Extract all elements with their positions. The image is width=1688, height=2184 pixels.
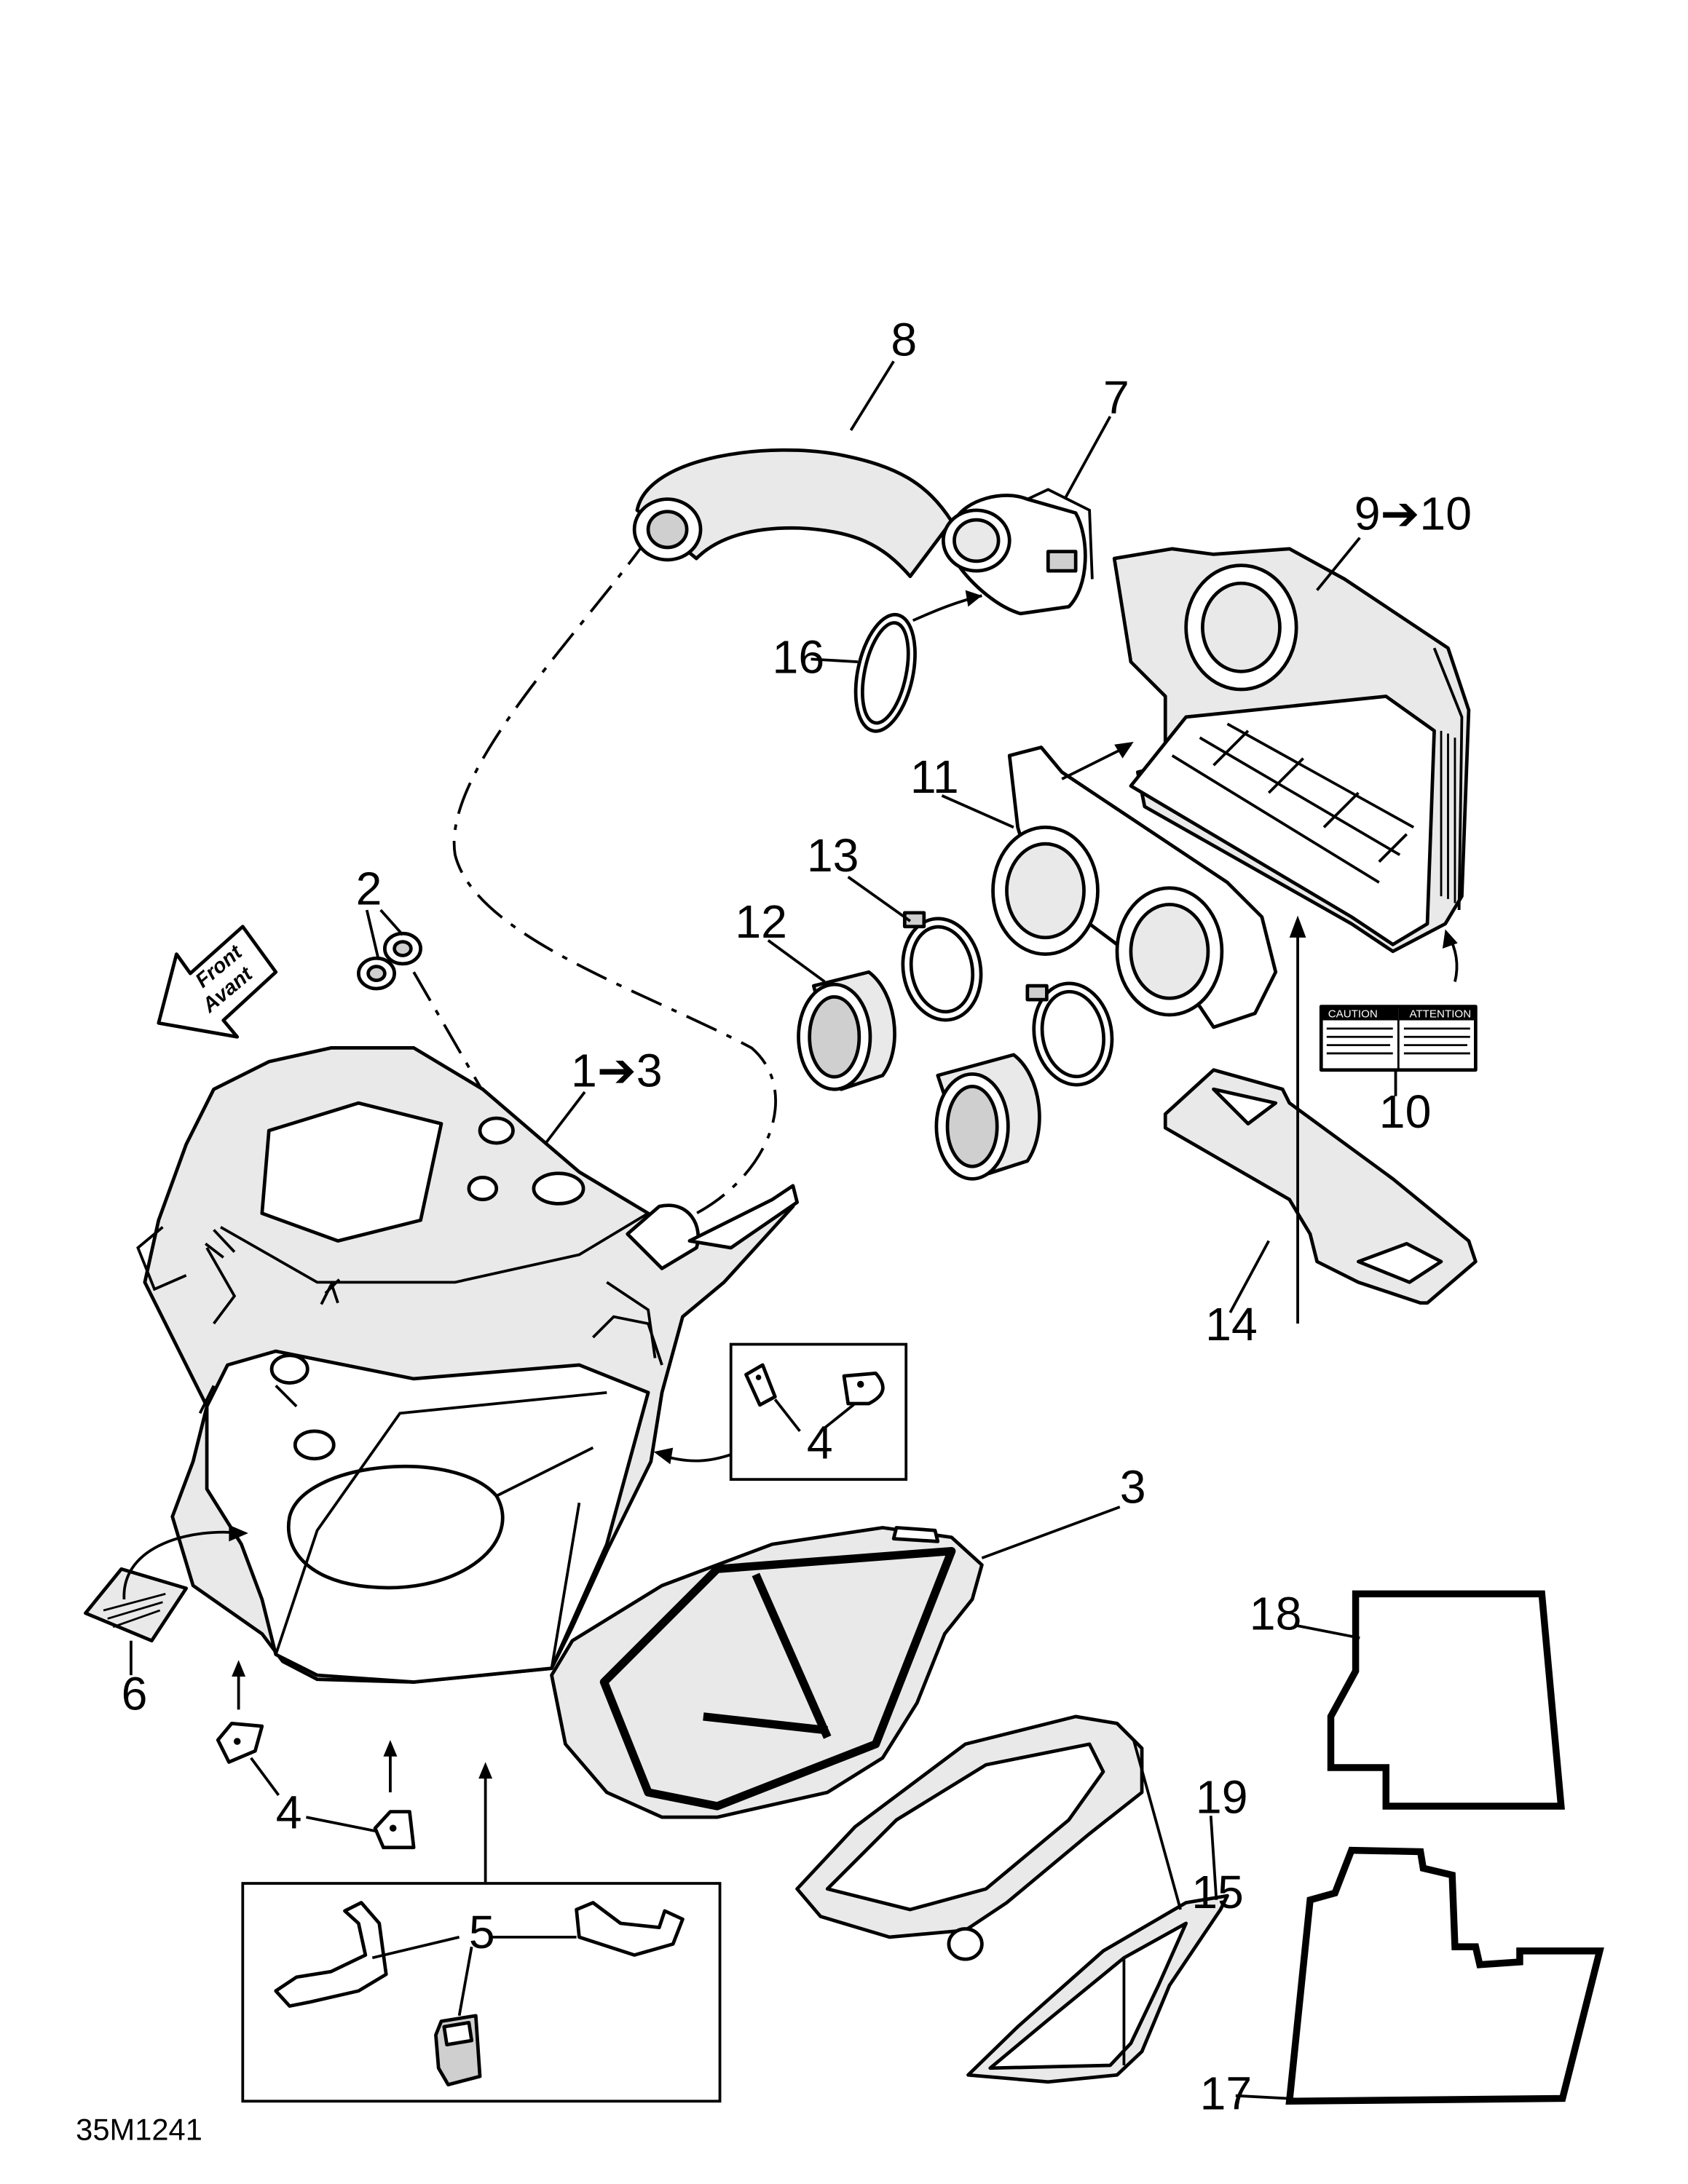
part-5-clip-a[interactable] [274, 1901, 388, 2008]
callout-18: 18 [1250, 1588, 1302, 1640]
leader-lines [130, 360, 1397, 2100]
front-direction-arrow: Front Avant [157, 925, 278, 1039]
callout-6: 6 [122, 1667, 148, 1720]
attention-heading: ATTENTION [1409, 1008, 1471, 1021]
callout-5: 5 [469, 1906, 495, 1958]
callout-4: 4 [276, 1786, 302, 1838]
part-17-sheet[interactable] [1285, 1846, 1604, 2105]
part-5-detail-box [241, 1882, 722, 2103]
hose-routing-line [452, 537, 777, 1215]
callout-14: 14 [1205, 1298, 1258, 1350]
part-3-airbox-base[interactable] [550, 1526, 984, 1819]
assembly-arrows [122, 590, 1459, 1883]
callout-1-3: 1➔3 [571, 1044, 663, 1096]
part-8-intake-hose[interactable] [632, 448, 954, 579]
callout-17: 17 [1200, 2068, 1253, 2120]
callout-7: 7 [1103, 371, 1129, 424]
part-9-airbox-cover[interactable] [1112, 547, 1471, 954]
callout-4-box: 4 [807, 1417, 833, 1469]
callout-9-10: 9➔10 [1354, 487, 1472, 539]
callout-2: 2 [356, 862, 382, 914]
part-4-clip-lower-b[interactable] [373, 1810, 416, 1850]
part-16-o-ring[interactable] [846, 609, 925, 737]
part-19-filter-element[interactable] [966, 1894, 1229, 2084]
part-10-warning-label[interactable]: CAUTION ATTENTION [1319, 1005, 1478, 1072]
part-13-clamp-upper[interactable] [895, 911, 989, 1026]
part-15-filter-frame[interactable] [795, 1714, 1144, 1961]
part-14-gasket[interactable] [1163, 1068, 1478, 1305]
part-6-decal[interactable] [84, 1567, 189, 1643]
callout-15: 15 [1191, 1866, 1244, 1918]
part-5-clip-b[interactable] [575, 1901, 685, 1957]
part-13-clamp-lower[interactable] [1025, 977, 1120, 1091]
callout-8: 8 [891, 314, 917, 366]
part-4-clip-in-box-a[interactable] [744, 1363, 777, 1407]
callout-16: 16 [773, 630, 825, 683]
callout-3: 3 [1120, 1460, 1146, 1513]
callout-11: 11 [910, 751, 959, 803]
part-4-clip-lower-a[interactable] [216, 1721, 264, 1764]
callout-13: 13 [807, 829, 859, 882]
part-18-sheet[interactable] [1327, 1590, 1565, 1810]
part-5-clip-c[interactable] [434, 2014, 482, 2086]
part-12-coupler-upper[interactable] [797, 970, 896, 1091]
part-4-detail-box [729, 1342, 908, 1481]
figure-reference: 35M1241 [76, 2112, 202, 2146]
part-11-adaptor-plate[interactable] [991, 745, 1278, 1029]
part-4-clip-in-box-b[interactable] [842, 1371, 885, 1406]
part-12-coupler-lower[interactable] [934, 1053, 1041, 1181]
part-7-adaptor[interactable] [941, 488, 1094, 616]
part-2-grommets[interactable] [357, 931, 422, 991]
caution-heading: CAUTION [1328, 1008, 1378, 1021]
callout-12: 12 [735, 895, 787, 948]
callout-10: 10 [1379, 1085, 1432, 1138]
part-1-air-intake-silencer[interactable] [136, 1046, 799, 1684]
callout-19: 19 [1196, 1770, 1248, 1823]
